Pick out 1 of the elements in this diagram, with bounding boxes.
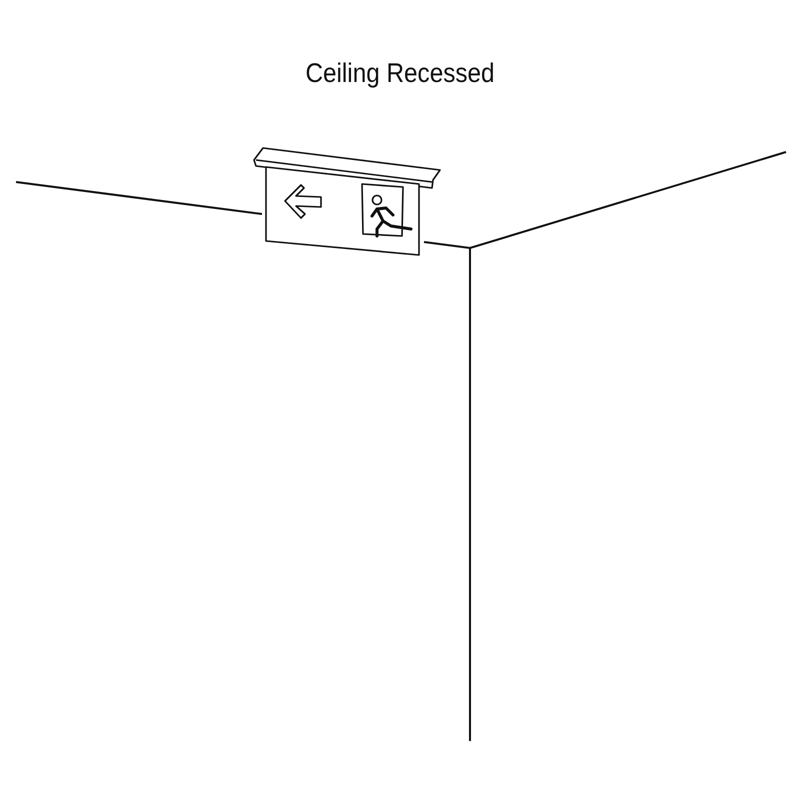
diagram-title: Ceiling Recessed — [304, 58, 496, 89]
